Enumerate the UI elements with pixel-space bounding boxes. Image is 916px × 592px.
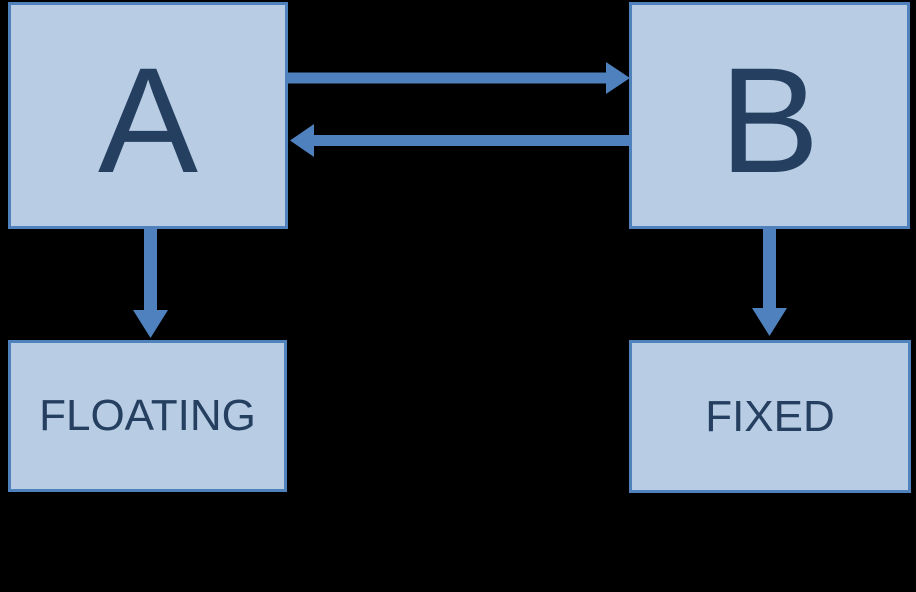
arrow-a-to-b-icon	[288, 62, 630, 94]
node-a: A	[8, 2, 288, 229]
arrow-a-to-floating-icon	[133, 229, 168, 338]
node-b: B	[629, 2, 910, 229]
node-fixed-label: FIXED	[705, 391, 835, 441]
node-a-label: A	[97, 35, 199, 204]
node-fixed: FIXED	[629, 340, 911, 493]
node-b-label: B	[719, 35, 820, 204]
arrow-b-to-a-icon	[290, 124, 629, 157]
arrow-b-to-fixed-icon	[752, 229, 787, 336]
node-floating: FLOATING	[8, 340, 287, 492]
node-floating-label: FLOATING	[39, 391, 256, 440]
